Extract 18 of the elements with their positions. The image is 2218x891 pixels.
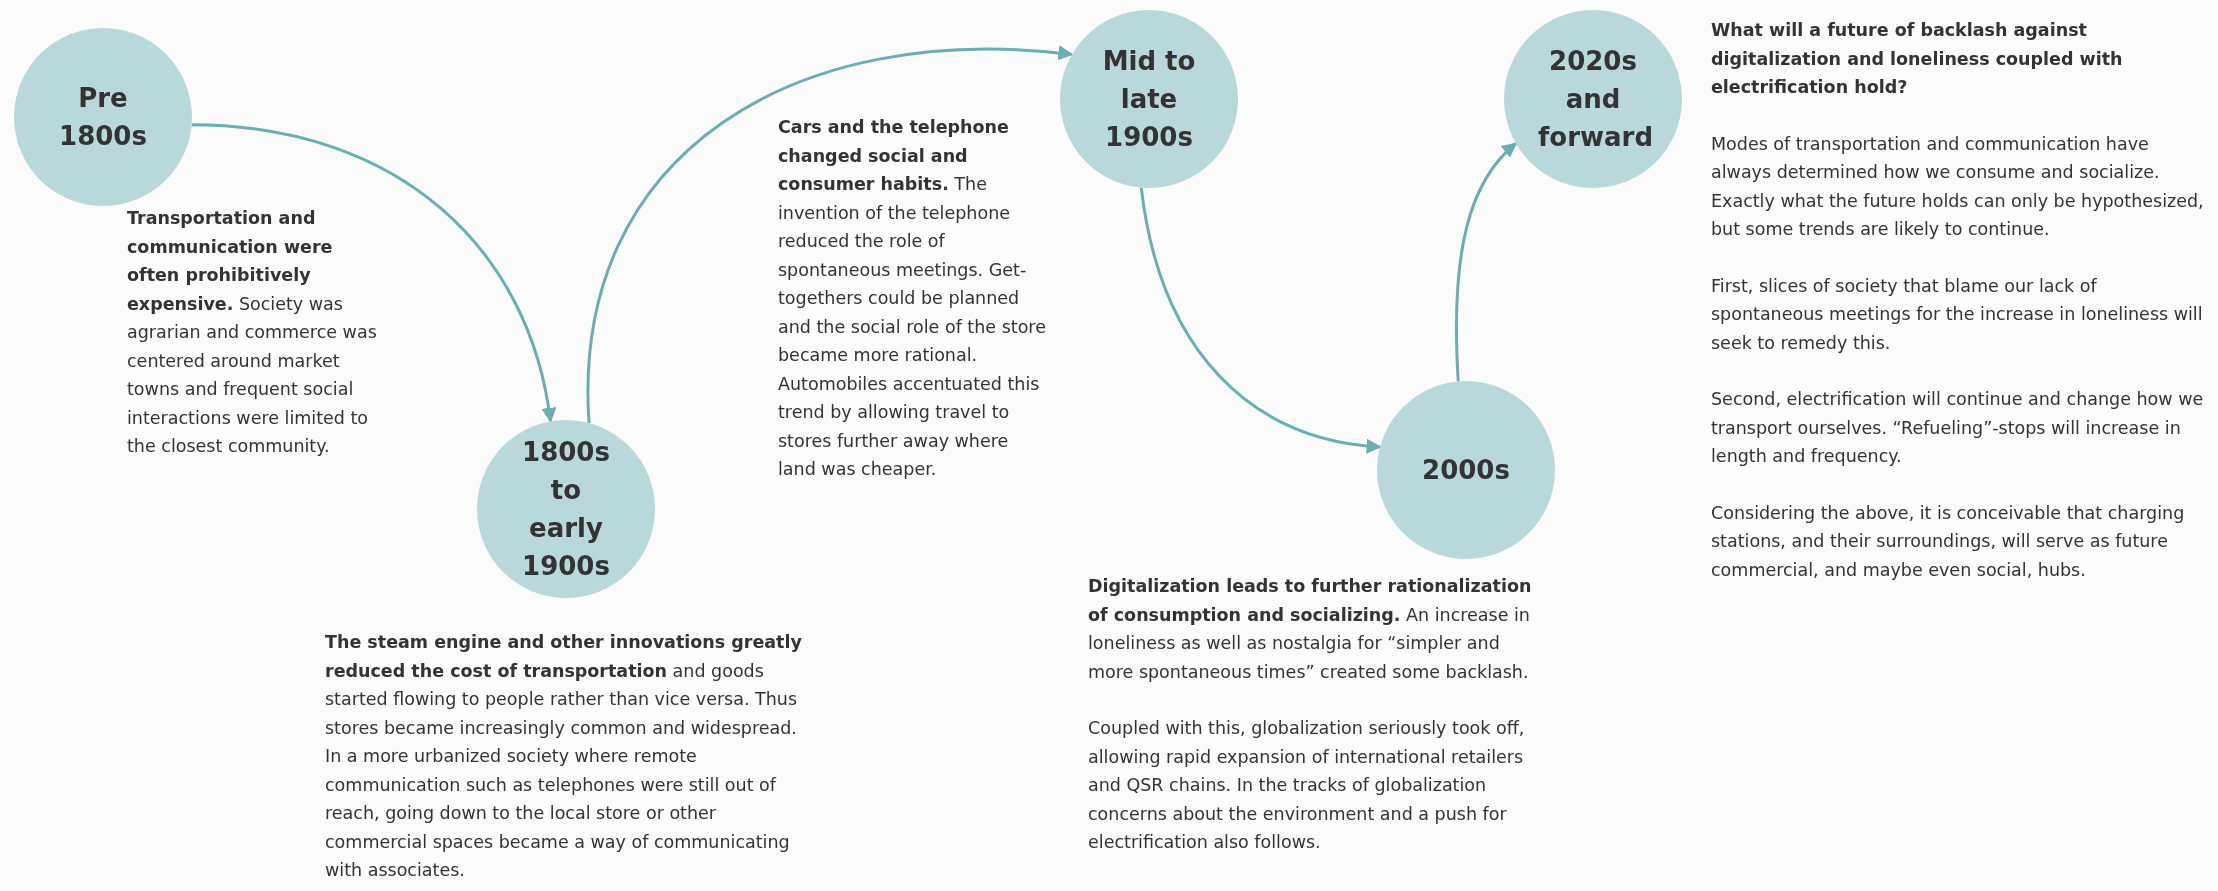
description-text: Modes of transportation and communication have always determined how we consume and socialize. Exactly what the future holds can only be hypothesized, but some trends are likely to continue. (1711, 132, 2205, 241)
period-label: 2000s (1421, 454, 1511, 487)
description-text: Digitalization leads to further rationalization of consumption and socializing. An increase in loneliness as well as nostalgia for “simpler and more spontaneous times” created some backlash. (1088, 575, 1533, 684)
description-text: Second, electrification will continue and change how we transport ourselves. “Refueling”-stops will increase in length and frequency. (1711, 388, 2205, 468)
period-label: Mid to late 1900s (1101, 45, 1197, 154)
description-text: Cars and the telephone changed social and consumer habits. The invention of the telephone reduced the role of spontaneous meetings. Get-togethers could be planned and the social role of the store became more rational. Automobiles accentuated this trend by allowing travel to stores further away where land was cheaper. (778, 116, 1047, 481)
period-label: Pre 1800s (58, 82, 148, 153)
description-text: The steam engine and other innovations greatly reduced the cost of transportation and goods started flowing to people rather than vice versa. Thus stores became increasingly common and widespread. In a more urbanized society where remote communication such as telephones were still out of reach, going down to the local store or other commercial spaces became a way of communicating with associates. (325, 631, 803, 882)
description-text: First, slices of society that blame our lack of spontaneous meetings for the increase in loneliness will seek to remedy this. (1711, 274, 2204, 355)
curved-arrow (191, 123, 556, 423)
curved-arrow (587, 46, 1074, 424)
curved-arrow (1139, 187, 1382, 453)
description-text: Coupled with this, globalization seriously took off, allowing rapid expansion of international retailers and QSR chains. In the tracks of globalization concerns about the environment and a push for electrification also follows. (1088, 717, 1526, 854)
description-text: What will a future of backlash against digitalization and loneliness coupled with electrification hold? (1711, 19, 2124, 99)
curved-arrow (1454, 142, 1518, 382)
period-label: 1800s to early 1900s (521, 436, 611, 583)
description-text: Considering the above, it is conceivable that charging stations, and their surroundings, will serve as future commercial, and maybe even social, hubs. (1711, 501, 2186, 582)
description-text: Transportation and communication were often prohibitively expensive. Society was agrarian and commerce was centered around market towns and frequent social interactions were limited to the closest community. (127, 207, 378, 458)
